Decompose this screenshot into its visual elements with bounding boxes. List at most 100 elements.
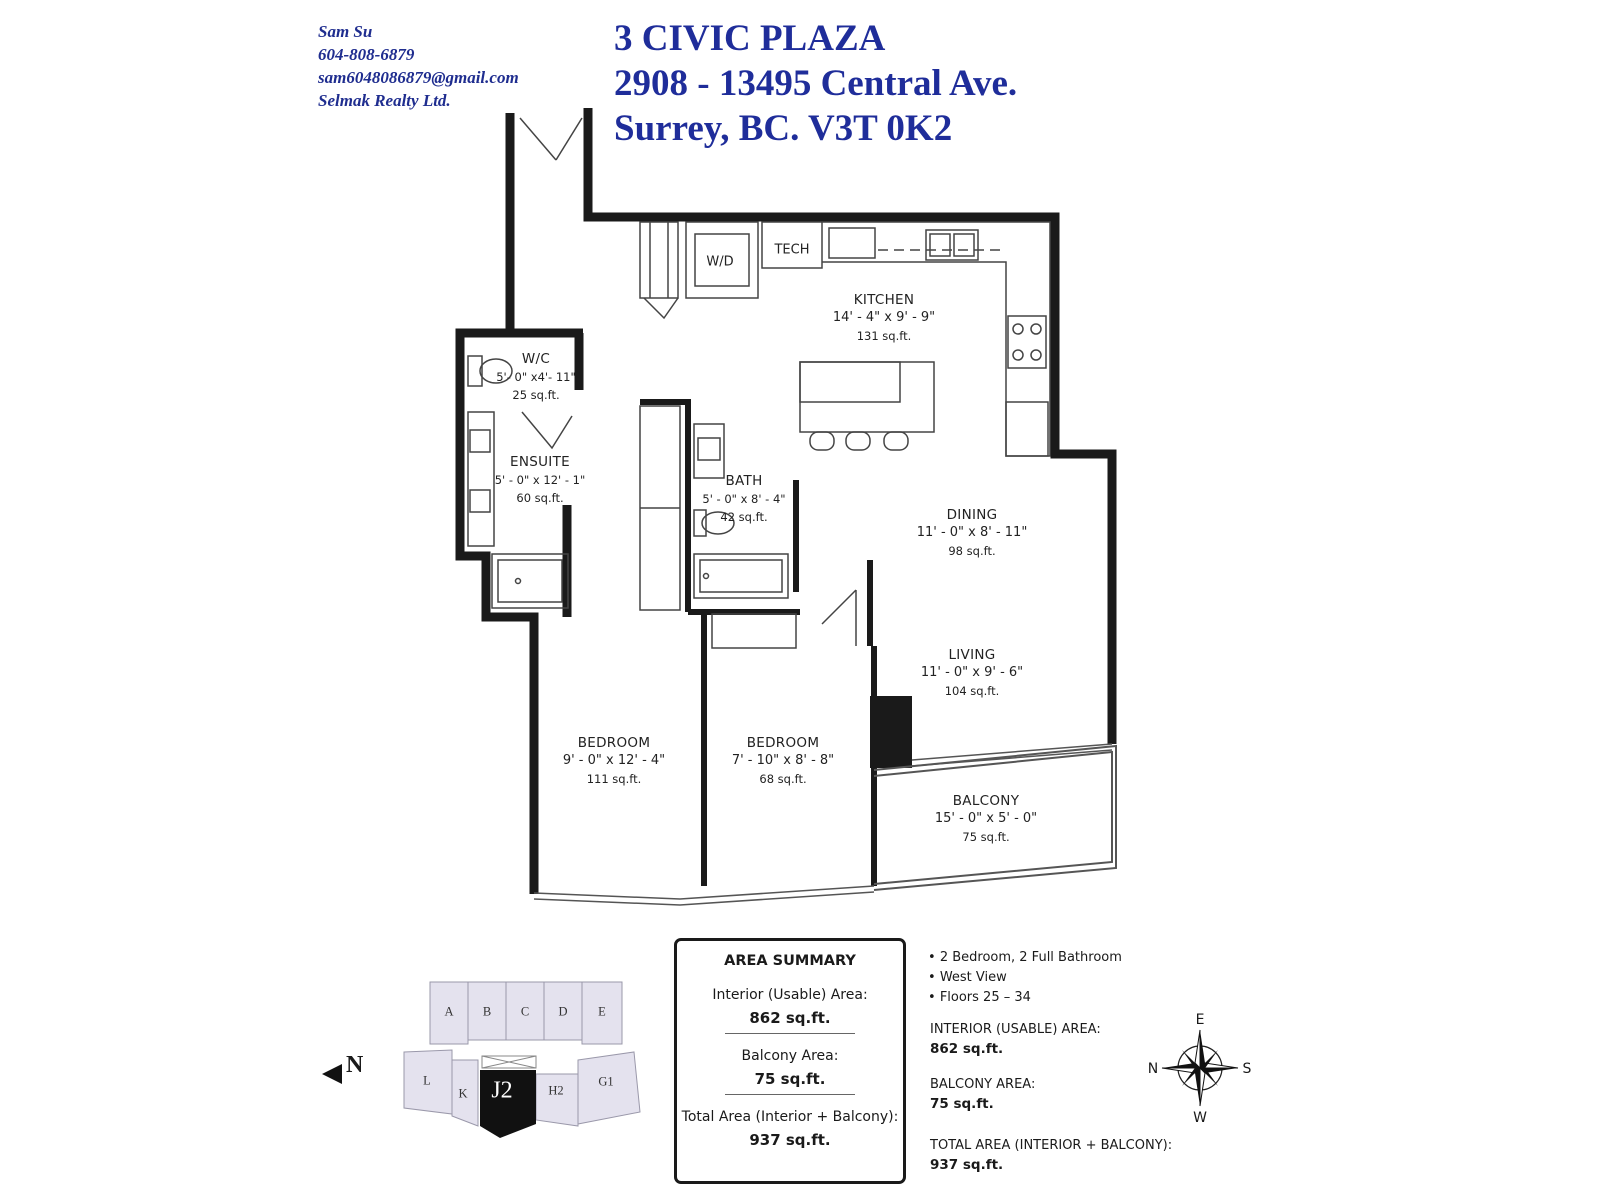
keyplan-unit-d xyxy=(543,981,583,1041)
property-address: 3 CIVIC PLAZA 2908 - 13495 Central Ave. … xyxy=(614,16,1017,151)
compass-south: S xyxy=(1242,1061,1252,1077)
structural-column xyxy=(870,696,912,768)
balcony-area-value: 75 sq.ft. xyxy=(754,1070,826,1088)
room-balcony: BALCONY 15' - 0" x 5' - 0" 75 sq.ft. xyxy=(935,792,1037,846)
total-area-label: Total Area (Interior + Balcony): xyxy=(681,1109,899,1125)
room-living: LIVING 11' - 0" x 9' - 6" 104 sq.ft. xyxy=(921,646,1023,700)
room-dining: DINING 11' - 0" x 8' - 11" 98 sq.ft. xyxy=(917,506,1028,560)
exterior-walls xyxy=(455,108,1117,894)
room-dims: 11' - 0" x 9' - 6" xyxy=(920,665,1024,680)
interior-area-value: 862 sq.ft. xyxy=(749,1009,831,1027)
feature-list: 2 Bedroom, 2 Full Bathroom West View Flo… xyxy=(928,948,1122,1008)
room-dims: 5' - 0" x 8' - 4" xyxy=(702,492,786,506)
room-area: 60 sq.ft. xyxy=(516,491,564,505)
keyplan-label-h2: H2 xyxy=(548,1083,564,1098)
agent-phone: 604-808-6879 xyxy=(318,45,415,64)
keyplan-unit-e xyxy=(581,981,623,1045)
compass-east: E xyxy=(1195,1012,1205,1028)
keyplan-unit-g1 xyxy=(577,1051,641,1125)
agent-email: sam6048086879@gmail.com xyxy=(318,68,519,87)
facts-total-value: 937 sq.ft. xyxy=(930,1157,1004,1173)
room-name: ENSUITE xyxy=(510,454,570,470)
building-name: 3 CIVIC PLAZA xyxy=(614,18,886,59)
north-east-wall xyxy=(583,108,1117,744)
room-name: BEDROOM xyxy=(577,735,651,751)
keyplan-label-a: A xyxy=(444,1004,454,1019)
area-summary-box: AREA SUMMARY Interior (Usable) Area: 862… xyxy=(674,938,906,1184)
keyplan-unit-j2 xyxy=(480,1070,536,1138)
keyplan-unit-k xyxy=(451,1059,479,1127)
wc-fixtures xyxy=(467,355,573,450)
interior-area-label: Interior (Usable) Area: xyxy=(712,987,868,1003)
ensuite-fixtures xyxy=(467,411,569,609)
room-dims: 15' - 0" x 5' - 0" xyxy=(934,811,1038,826)
kitchen-island xyxy=(799,361,935,451)
summary-divider xyxy=(725,1094,855,1095)
facts-interior-value: 862 sq.ft. xyxy=(930,1041,1004,1057)
keyplan-label-d: D xyxy=(558,1004,568,1019)
facts-balcony-value: 75 sq.ft. xyxy=(930,1096,994,1112)
balcony-area-label: Balcony Area: xyxy=(741,1048,839,1064)
compass-west: W xyxy=(1193,1110,1207,1126)
room-name: BEDROOM xyxy=(746,735,820,751)
keyplan-label-l: L xyxy=(423,1073,431,1088)
room-area: 98 sq.ft. xyxy=(948,544,996,558)
north-label: N xyxy=(346,1052,364,1078)
unit-street-address: 2908 - 13495 Central Ave. xyxy=(614,63,1018,104)
tech-label: TECH xyxy=(774,242,810,258)
keyplan-core xyxy=(481,1055,537,1069)
balcony-outline xyxy=(873,744,1117,891)
room-wc: W/C 5'- 0" x4'- 11" 25 sq.ft. xyxy=(496,350,576,404)
total-area-value: 937 sq.ft. xyxy=(749,1131,831,1149)
keyplan-core-hatch xyxy=(481,1055,537,1069)
keyplan-label-g1: G1 xyxy=(598,1074,614,1089)
city-postal: Surrey, BC. V3T 0K2 xyxy=(614,108,953,149)
room-area: 42 sq.ft. xyxy=(720,510,768,524)
north-arrow-icon xyxy=(322,1064,342,1084)
compass-north: N xyxy=(1147,1061,1159,1077)
agent-contact: Sam Su 604-808-6879 sam6048086879@gmail.… xyxy=(318,20,519,112)
room-name: BATH xyxy=(725,473,763,489)
room-name: W/C xyxy=(521,351,551,367)
room-area: 75 sq.ft. xyxy=(962,830,1010,844)
entry-door xyxy=(519,117,583,161)
room-bedroom-second: BEDROOM 7' - 10" x 8' - 8" 68 sq.ft. xyxy=(732,734,834,788)
keyplan-label-b: B xyxy=(482,1004,492,1019)
room-area: 131 sq.ft. xyxy=(856,329,912,343)
room-area: 68 sq.ft. xyxy=(759,772,807,786)
room-kitchen: KITCHEN 14' - 4" x 9' - 9" 131 sq.ft. xyxy=(833,291,935,345)
room-area: 104 sq.ft. xyxy=(944,684,1000,698)
keyplan-label-e: E xyxy=(598,1004,606,1019)
room-bath: BATH 5' - 0" x 8' - 4" 42 sq.ft. xyxy=(702,472,785,526)
bath-fixtures xyxy=(639,405,797,649)
room-dims: 5' - 0" x 12' - 1" xyxy=(494,473,586,487)
room-dims: 11' - 0" x 8' - 11" xyxy=(916,525,1028,540)
room-dims: 7' - 10" x 8' - 8" xyxy=(731,753,835,768)
area-facts: INTERIOR (USABLE) AREA: 862 sq.ft. BALCO… xyxy=(930,1022,1172,1173)
keyplan-label-k: K xyxy=(458,1086,468,1101)
room-area: 111 sq.ft. xyxy=(586,772,642,786)
summary-heading: AREA SUMMARY xyxy=(724,953,856,969)
room-dims: 9' - 0" x 12' - 4" xyxy=(562,753,666,768)
keyplan-highlight-label: J2 xyxy=(491,1077,513,1104)
room-dims: 14' - 4" x 9' - 9" xyxy=(832,310,936,325)
entry-closet xyxy=(639,221,679,320)
keyplan-unit-a xyxy=(429,981,469,1045)
feature-item: Floors 25 – 34 xyxy=(928,988,1122,1008)
washer-dryer xyxy=(685,221,759,299)
facts-interior-label: INTERIOR (USABLE) AREA: xyxy=(930,1022,1101,1037)
room-dims: 5'- 0" x4'- 11" xyxy=(496,370,576,384)
facts-balcony-label: BALCONY AREA: xyxy=(930,1077,1036,1092)
facts-total-label: TOTAL AREA (INTERIOR + BALCONY): xyxy=(930,1138,1173,1153)
feature-item: West View xyxy=(928,968,1122,988)
room-name: KITCHEN xyxy=(853,292,915,308)
keyplan-label-c: C xyxy=(520,1004,530,1019)
feature-item: 2 Bedroom, 2 Full Bathroom xyxy=(928,948,1122,968)
room-name: LIVING xyxy=(948,647,996,663)
room-bedroom-primary: BEDROOM 9' - 0" x 12' - 4" 111 sq.ft. xyxy=(563,734,665,788)
room-area: 25 sq.ft. xyxy=(512,388,560,402)
tech-closet xyxy=(761,221,823,269)
